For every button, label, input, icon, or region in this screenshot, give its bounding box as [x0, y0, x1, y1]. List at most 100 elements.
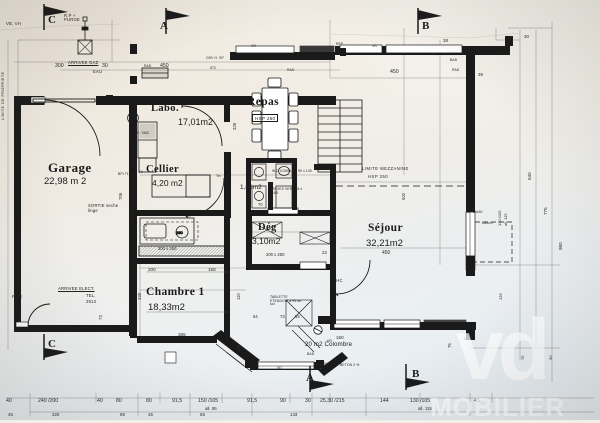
- annotation-reves-vert: REVES VERT 55 x 165: [272, 187, 303, 195]
- annotation-rp-purge: R.P + PURGE: [64, 13, 80, 23]
- annotation-limite-propriete: LIMITE DE PROPRIETE: [1, 71, 5, 120]
- dim-bottom2-4: 45: [148, 412, 153, 417]
- dim-int-158: 158: [208, 267, 216, 272]
- annotation-pipe: PIPE: [12, 294, 23, 299]
- annotation-vb-vh: VB, VH: [6, 21, 21, 26]
- room-label-garage: Garage: [48, 160, 92, 175]
- dim-int-600: 600: [401, 193, 406, 200]
- dim-bottom2-1: 45: [8, 412, 13, 417]
- annotation-osv-val: 572: [210, 66, 216, 70]
- dim-int-300x250: 300 x 250: [158, 246, 177, 251]
- dim-bottom-4: 80: [116, 398, 122, 404]
- annotation-limite-mezzanine-hsp: HSP 250: [368, 174, 389, 179]
- dim-int-110: 110: [236, 293, 241, 300]
- dim-int-160: 160: [336, 335, 344, 340]
- annotation-rad-3: RAD: [452, 68, 460, 72]
- dim-bottom-14: 45: [474, 398, 480, 404]
- dim-bottom-1: 40: [6, 398, 12, 404]
- annotation-vmc: C. VMC: [137, 131, 150, 135]
- annotation-tablette: TABLETTE ETENDOIR a 95 du sol: [270, 295, 302, 307]
- section-mark-c-bottom: C: [48, 338, 56, 350]
- annotation-arrivee-elect: ARRIVEE ELECT.: [58, 286, 95, 291]
- dim-int-75: 75: [447, 343, 452, 348]
- dim-bottom-7: 150 /105: [198, 398, 219, 404]
- annotation-balcon: balcon: [482, 221, 493, 225]
- room-area-sejour: 32,21m2: [366, 238, 403, 249]
- dim-int-70: 70: [258, 202, 263, 207]
- dim-int-54: 54: [253, 314, 258, 319]
- dim-right-75: 75: [520, 355, 525, 360]
- room-label-sejour: Séjour: [368, 222, 403, 234]
- dim-right-135: 135: [498, 293, 503, 300]
- dim-bottom-11: 25,30 /215: [320, 398, 345, 404]
- room-area-garage: 22,98 m 2: [44, 176, 87, 187]
- dim-right-allege: all. 115: [503, 213, 508, 226]
- room-label-chambre1: Chambre 1: [146, 286, 205, 298]
- annotation-arrivee-gaz: ARRIVEE GAZ: [68, 60, 99, 65]
- dim-int-200: 200: [148, 267, 156, 272]
- room-label-labo: Labo.: [151, 103, 179, 114]
- annotation-osv-hsp: OSV H. SP: [206, 56, 224, 60]
- dim-top-450b: 450: [390, 69, 399, 75]
- annotation-rad-1: RAD: [144, 64, 152, 68]
- room-label-repas: Repas: [247, 96, 280, 108]
- annotation-bad-1: BAD: [450, 58, 458, 62]
- dim-right-775: 775: [543, 207, 548, 215]
- dim-bottom-9: 90: [280, 398, 286, 404]
- annotation-eau: EAU: [93, 69, 103, 74]
- dim-top-30: 30: [102, 63, 108, 69]
- dim-int-365: 365: [178, 332, 186, 337]
- annotation-bad-2: BAD: [307, 352, 315, 356]
- annotation-vr-1: VR: [251, 44, 256, 48]
- annotation-rad-2: RAD: [287, 68, 295, 72]
- dim-bottom2-6: 143: [290, 412, 298, 417]
- room-area-labo: 17,01m2: [178, 117, 214, 127]
- dim-bottom2-3: 85: [120, 412, 125, 417]
- annotation-lv: LV: [139, 170, 144, 174]
- dim-int-22: 22: [322, 250, 327, 255]
- dim-bottom2-5: 65: [200, 412, 205, 417]
- annotation-vd-1: VD: [277, 366, 282, 370]
- annotation-plancher-comble: 20 m2 Colombre: [305, 342, 353, 348]
- dim-right-30b: 30: [548, 355, 553, 360]
- section-mark-a-bottom: A: [306, 372, 314, 384]
- dim-bottom-allege-1: all. 95: [205, 406, 217, 411]
- dim-int-320: 320: [137, 292, 142, 300]
- dim-bottom-10: 30: [305, 398, 311, 404]
- room-area-sdb: 1,88m2: [240, 184, 262, 191]
- dim-top-38a: 38: [443, 38, 448, 43]
- annotation-sortie-seche-linge: SORTIE seche linge: [88, 203, 119, 213]
- section-mark-a-top: A: [160, 20, 168, 32]
- dim-right-30: 30: [524, 34, 529, 39]
- room-label-cellier: Cellier: [146, 164, 180, 175]
- annotation-rep-2: REP: [464, 337, 472, 341]
- annotation-rep: REP: [336, 42, 344, 46]
- dim-bottom-8: 91,5: [247, 398, 258, 404]
- annotation-beton: BETON 2 %: [340, 363, 360, 367]
- section-mark-b-top: B: [422, 20, 430, 32]
- dim-int-55: 55: [295, 314, 300, 319]
- dim-bottom-12: 144: [380, 398, 389, 404]
- dim-int-325: 325: [232, 122, 237, 130]
- annotation-wc-combles: W.C COMBLES 90 x 130: [272, 169, 312, 173]
- dim-bottom-13: 130 /105: [410, 398, 431, 404]
- section-mark-c-top: C: [48, 14, 56, 26]
- dim-bottom2-2: 320: [52, 412, 60, 417]
- dim-top-38b: 38: [478, 72, 483, 77]
- dim-top-300: 300: [55, 63, 64, 69]
- svg-text:280: 280: [176, 230, 183, 235]
- dim-int-450: 450: [382, 250, 391, 256]
- dim-int-200x250: 200 x 250: [266, 252, 285, 257]
- room-area-chambre1: 18,33m2: [148, 302, 185, 313]
- annotation-tel-code: 2913: [86, 299, 97, 304]
- room-area-cellier: 4,20 m2: [152, 178, 183, 188]
- annotation-tel: TEL.: [86, 293, 96, 298]
- room-label-deg: Dég: [258, 222, 277, 233]
- dim-bottom-2: 240 /200: [38, 398, 59, 404]
- dim-int-158b: 158: [236, 345, 241, 352]
- dim-int-73: 73: [280, 314, 285, 319]
- annotation-nhc: NHC: [333, 278, 343, 283]
- dim-right-130-105: 130 /105: [497, 210, 502, 226]
